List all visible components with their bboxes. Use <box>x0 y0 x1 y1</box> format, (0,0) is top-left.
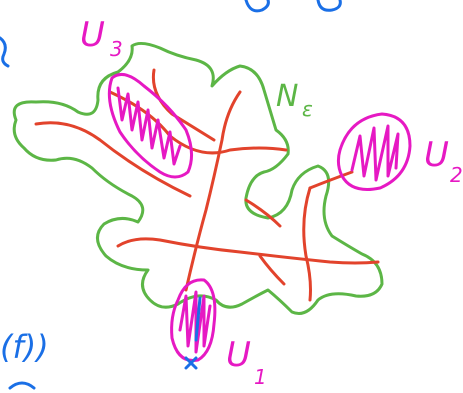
open-set-u1 <box>172 280 215 361</box>
top-fragment-left <box>246 0 268 11</box>
label-neighborhood-sub: ε <box>302 97 313 121</box>
label-neighborhood: N ε <box>276 79 313 121</box>
label-neighborhood-letter: N <box>276 79 298 114</box>
label-u1: U 1 <box>226 335 267 389</box>
top-fragment-right <box>318 0 340 10</box>
open-set-u3 <box>109 74 191 177</box>
label-u3-letter: U <box>80 15 105 55</box>
label-u1-letter: U <box>226 335 251 375</box>
top-blue-fragments <box>0 0 340 66</box>
open-set-u2 <box>338 114 410 190</box>
branch-lower-right <box>260 256 284 284</box>
label-u2-letter: U <box>424 135 449 175</box>
branch-upper <box>110 92 286 153</box>
label-u3-sub: 3 <box>110 37 123 61</box>
branch-right-down <box>304 188 311 300</box>
u3-hatching <box>118 88 180 164</box>
label-u2: U 2 <box>424 135 463 187</box>
u2-hatching <box>352 126 398 180</box>
label-u2-sub: 2 <box>450 163 463 187</box>
label-u3: U 3 <box>80 15 123 61</box>
tree-branches <box>36 70 378 300</box>
left-margin-text: (f)) <box>0 328 49 366</box>
branch-trunk <box>186 92 240 290</box>
branch-lower <box>118 239 378 263</box>
neighborhood-outline <box>14 43 382 313</box>
u1-hatching <box>180 292 210 352</box>
bottom-left-fragment <box>10 383 34 388</box>
label-u1-sub: 1 <box>254 365 267 389</box>
left-fragment <box>0 38 8 66</box>
branch-u3 <box>153 70 214 140</box>
